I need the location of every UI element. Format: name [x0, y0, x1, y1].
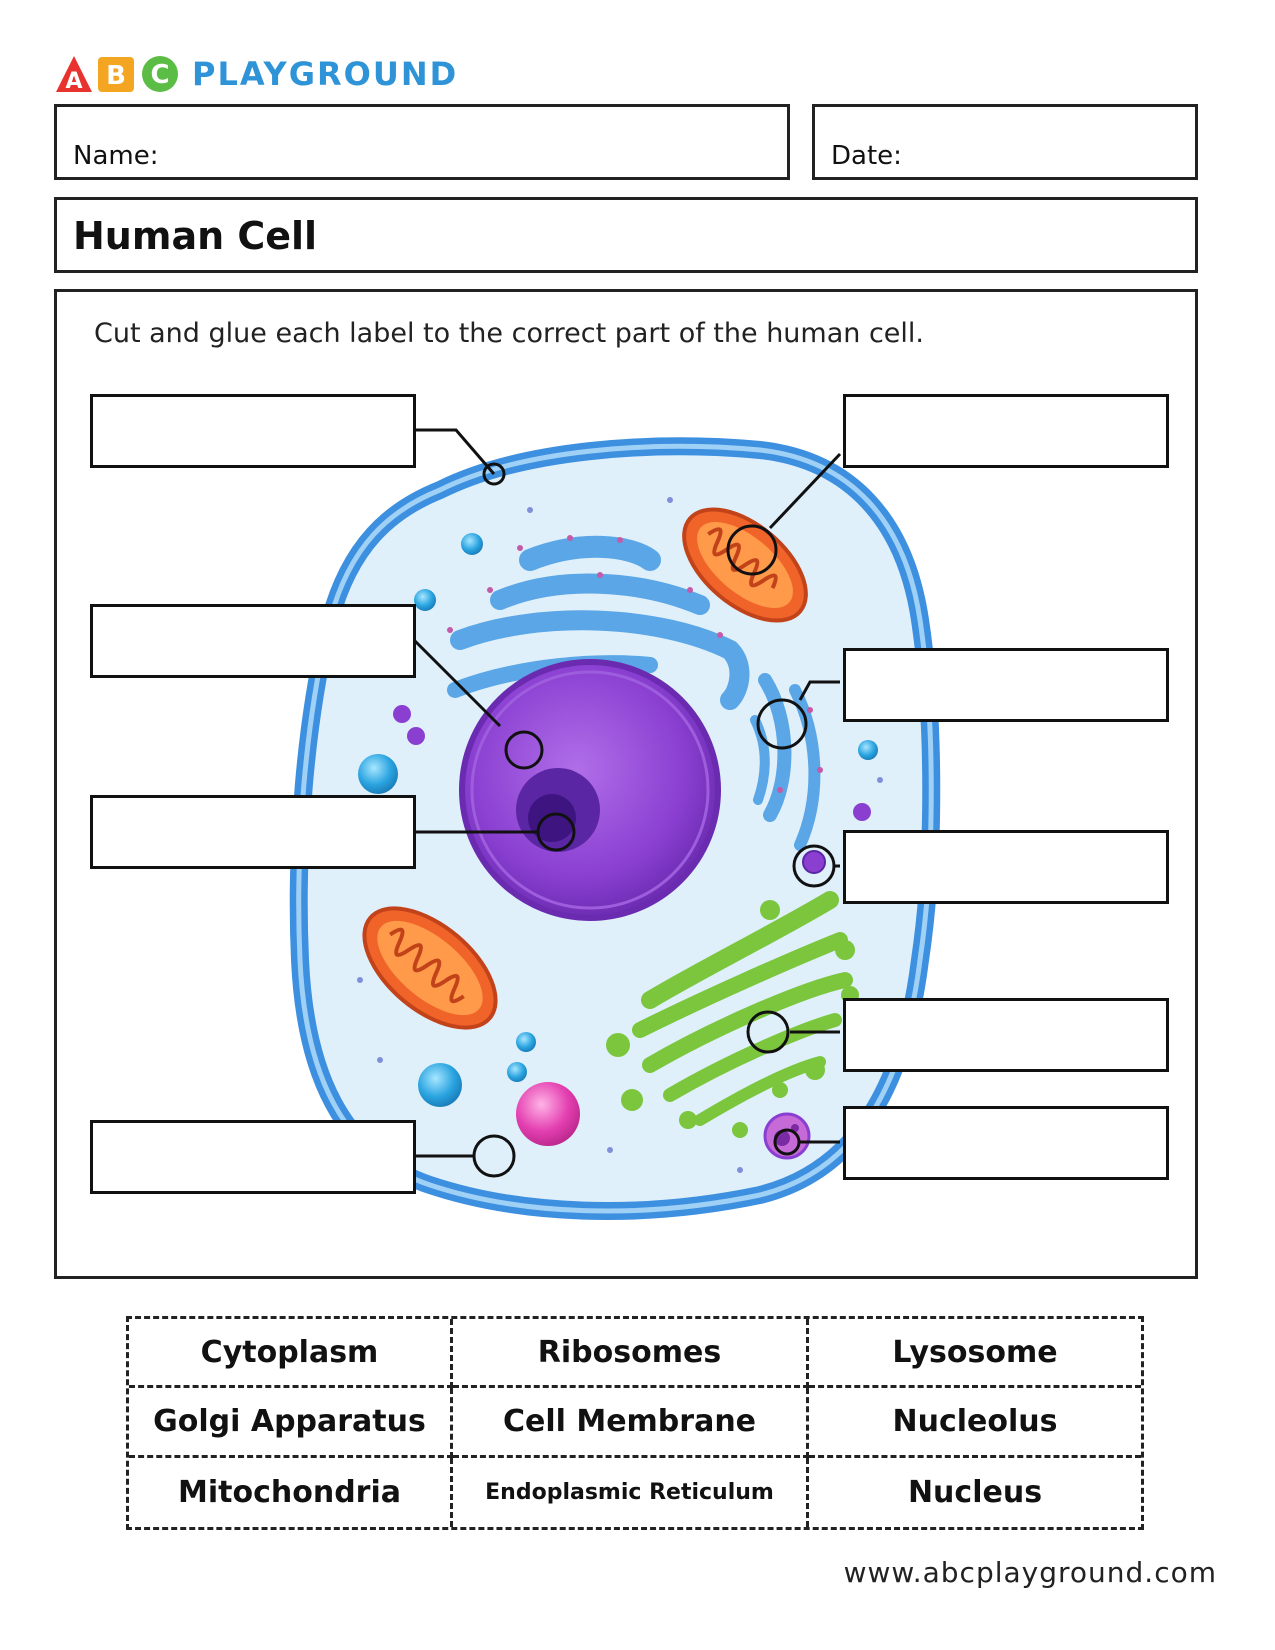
label-box-cytoplasm[interactable]	[90, 1120, 416, 1194]
word-nucleus[interactable]: Nucleus	[907, 1474, 1043, 1510]
title-box: Human Cell	[54, 197, 1198, 273]
logo-letter-a: A	[65, 69, 82, 94]
word-endoplasmic-reticulum[interactable]: Endoplasmic Reticulum	[453, 1457, 809, 1527]
word-golgi-apparatus[interactable]: Golgi Apparatus	[129, 1388, 453, 1458]
label-box-cell-membrane[interactable]	[90, 394, 416, 468]
instruction-text: Cut and glue each label to the correct p…	[94, 318, 924, 349]
logo-letter-c: C	[150, 60, 169, 90]
label-box-nucleus[interactable]	[90, 604, 416, 678]
logo-letter-b: B	[106, 61, 126, 91]
word-nucleolus[interactable]: Nucleolus	[809, 1388, 1141, 1458]
leader-lines	[412, 428, 842, 1178]
lysosome-shape	[763, 1112, 811, 1160]
label-box-endoplasmic-reticulum[interactable]	[843, 648, 1169, 722]
mitochondrion-left	[362, 906, 498, 1030]
word-ribosomes[interactable]: Ribosomes	[453, 1319, 809, 1389]
logo-wordmark: PLAYGROUND	[192, 55, 459, 93]
word-mitochondria[interactable]: Mitochondria	[129, 1457, 453, 1527]
label-box-lysosome[interactable]	[843, 1106, 1169, 1180]
golgi-apparatus	[632, 891, 853, 1126]
date-field[interactable]: Date:	[812, 104, 1198, 180]
label-box-nucleolus[interactable]	[90, 795, 416, 869]
word-cytoplasm[interactable]: Cytoplasm	[129, 1319, 453, 1389]
label-box-mitochondria[interactable]	[843, 394, 1169, 468]
word-cell-membrane[interactable]: Cell Membrane	[453, 1388, 809, 1458]
word-lysosome[interactable]: Lysosome	[809, 1319, 1141, 1389]
date-label: Date:	[831, 141, 902, 171]
abc-logo-icon: A B C	[56, 56, 178, 94]
cell-diagram	[289, 428, 941, 1220]
label-box-ribosomes[interactable]	[843, 830, 1169, 904]
mitochondrion-top	[682, 507, 808, 623]
name-field[interactable]: Name:	[54, 104, 790, 180]
brand-logo: A B C PLAYGROUND	[54, 54, 458, 94]
label-box-golgi-apparatus[interactable]	[843, 998, 1169, 1072]
page-title: Human Cell	[73, 214, 318, 258]
footer-url[interactable]: www.abcplayground.com	[843, 1556, 1217, 1589]
word-bank: Cytoplasm Ribosomes Lysosome Golgi Appar…	[126, 1316, 1144, 1530]
name-label: Name:	[73, 141, 159, 171]
